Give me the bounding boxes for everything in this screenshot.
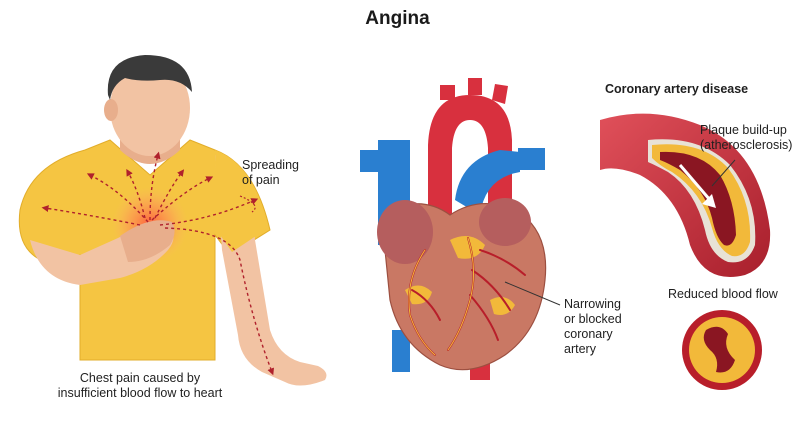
coronary-callout-line4: artery bbox=[564, 342, 622, 357]
plaque-label-line2: (atherosclerosis) bbox=[700, 138, 795, 153]
chest-pain-caption: Chest pain caused by insufficient blood … bbox=[20, 371, 260, 401]
chest-pain-caption-line1: Chest pain caused by bbox=[20, 371, 260, 386]
artery-heading: Coronary artery disease bbox=[605, 82, 748, 97]
aorta-branch-2 bbox=[468, 78, 482, 95]
coronary-callout-line1: Narrowing bbox=[564, 297, 622, 312]
pulmonary-left bbox=[360, 150, 395, 172]
heart-figure bbox=[360, 78, 560, 380]
aorta-branch-1 bbox=[440, 85, 455, 100]
plaque-label: Plaque build-up (atherosclerosis) bbox=[700, 123, 795, 153]
aorta-branch-3 bbox=[492, 84, 508, 104]
spreading-label: Spreading of pain bbox=[242, 158, 299, 188]
coronary-callout: Narrowing or blocked coronary artery bbox=[564, 297, 622, 357]
chest-pain-caption-line2: insufficient blood flow to heart bbox=[20, 386, 260, 401]
spreading-label-line1: Spreading bbox=[242, 158, 299, 173]
person-figure bbox=[19, 55, 326, 386]
reduced-flow-label: Reduced blood flow bbox=[668, 287, 778, 302]
right-atrium bbox=[377, 200, 433, 264]
artery-figure bbox=[600, 114, 770, 390]
coronary-callout-line3: coronary bbox=[564, 327, 622, 342]
spreading-label-line2: of pain bbox=[242, 173, 299, 188]
pulmonary-right bbox=[518, 148, 545, 170]
ear bbox=[104, 99, 118, 121]
plaque-label-line1: Plaque build-up bbox=[700, 123, 795, 138]
left-atrium bbox=[479, 198, 531, 246]
coronary-callout-line2: or blocked bbox=[564, 312, 622, 327]
